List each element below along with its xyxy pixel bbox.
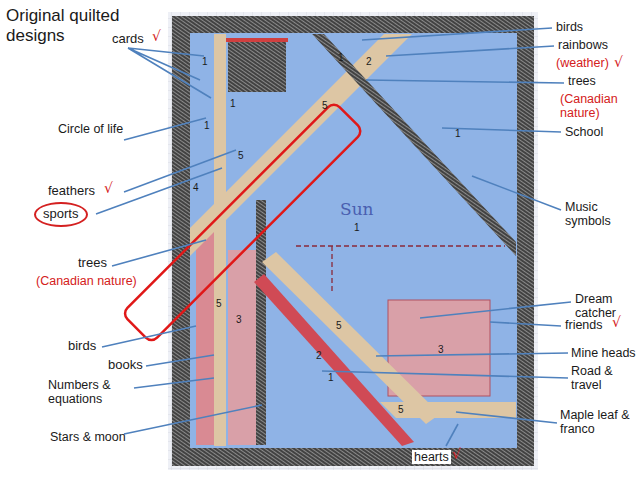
- callout-number: 1: [202, 56, 208, 68]
- callout: Circle of life: [58, 122, 124, 136]
- callout: trees: [568, 74, 596, 88]
- quilt-shape: [228, 250, 256, 445]
- quilt-shape: [420, 302, 571, 318]
- callout: rainbows: [558, 38, 608, 52]
- quilt-shape: [322, 371, 568, 378]
- callout: Mine heads: [571, 346, 636, 360]
- quilt-shape: [296, 246, 505, 292]
- callout: birds: [68, 339, 96, 354]
- callout: Maple leaf & franco: [560, 408, 636, 437]
- callout-number: 1: [230, 98, 236, 110]
- quilt-shape: [214, 34, 226, 446]
- quilt-shape: [490, 322, 561, 326]
- quilt-shape: [362, 28, 552, 40]
- sketch-text: Sun: [340, 200, 374, 220]
- callout: Numbers & equations: [48, 378, 134, 407]
- category-note: (Canadian nature): [560, 92, 634, 121]
- quilt-shape: [172, 16, 534, 466]
- quilt-shape: [226, 38, 288, 42]
- quilt-shape: [196, 230, 214, 445]
- quilt-shape: [312, 34, 516, 256]
- callout: feathers: [48, 184, 95, 199]
- check-mark: √: [612, 314, 621, 330]
- callout-number: 5: [398, 404, 404, 416]
- callout-number: 4: [193, 182, 199, 194]
- quilt-shape: [228, 40, 286, 92]
- callout: Road & travel: [571, 364, 633, 393]
- callout-number: 1: [328, 372, 334, 384]
- callout: School: [565, 125, 603, 139]
- callout: friends: [565, 318, 603, 332]
- callout-number: 5: [238, 150, 244, 162]
- quilt-shape: [190, 33, 517, 448]
- quilt-shape: [124, 118, 206, 140]
- quilt-shape: [128, 48, 211, 98]
- callout: hearts: [412, 450, 451, 464]
- circled-label: sports: [34, 202, 88, 227]
- callout-number: 5: [322, 100, 328, 112]
- callout: Dream catcher: [575, 292, 633, 321]
- node-text: sports: [43, 207, 79, 222]
- quilt-shape: [386, 46, 554, 56]
- check-mark: √: [452, 446, 461, 462]
- callout-number: 3: [438, 344, 444, 356]
- callout-number: 5: [336, 320, 342, 332]
- category-note: (weather): [556, 56, 609, 70]
- callout-number: 2: [316, 350, 322, 362]
- category-note: (Canadian nature): [36, 274, 137, 288]
- callout-number: 1: [338, 52, 344, 64]
- quilt-shape: [472, 176, 561, 210]
- quilt-shape: [102, 326, 196, 347]
- quilt-shape: [262, 252, 440, 424]
- quilt-shape: [124, 405, 262, 434]
- quilt-shape: [122, 101, 364, 343]
- callout-number: 2: [366, 56, 372, 68]
- quilt-shape: [446, 424, 458, 446]
- check-mark: √: [152, 28, 161, 44]
- quilt-shape: [168, 12, 538, 470]
- quilt-shape: [112, 240, 206, 266]
- check-mark: √: [104, 180, 113, 196]
- callout: cards: [112, 32, 144, 47]
- callout: birds: [556, 20, 583, 34]
- check-mark: √: [614, 54, 623, 70]
- callout: books: [108, 358, 143, 373]
- callout-number: 1: [455, 128, 461, 140]
- quilt-shape: [168, 12, 538, 470]
- quilt-shape: [124, 150, 236, 192]
- quilt-shape: [146, 355, 214, 366]
- quilt-shape: [190, 34, 412, 256]
- quilt-shape: [376, 353, 568, 356]
- quilt-shape: [96, 168, 222, 214]
- callout-number: 1: [354, 222, 360, 234]
- callout: Music symbols: [565, 200, 627, 229]
- quilt-shape: [254, 274, 414, 446]
- quilt-shape: [366, 80, 564, 83]
- callout: Stars & moon: [50, 430, 126, 444]
- callout-number: 5: [216, 298, 222, 310]
- callout-number: 1: [204, 120, 210, 132]
- title: Original quilted designs: [6, 6, 124, 47]
- leader-lines: [96, 28, 571, 446]
- quilt-shape: [134, 378, 214, 388]
- quilt-shape: [456, 412, 557, 423]
- callout: trees: [78, 256, 107, 271]
- callout-number: 3: [236, 314, 242, 326]
